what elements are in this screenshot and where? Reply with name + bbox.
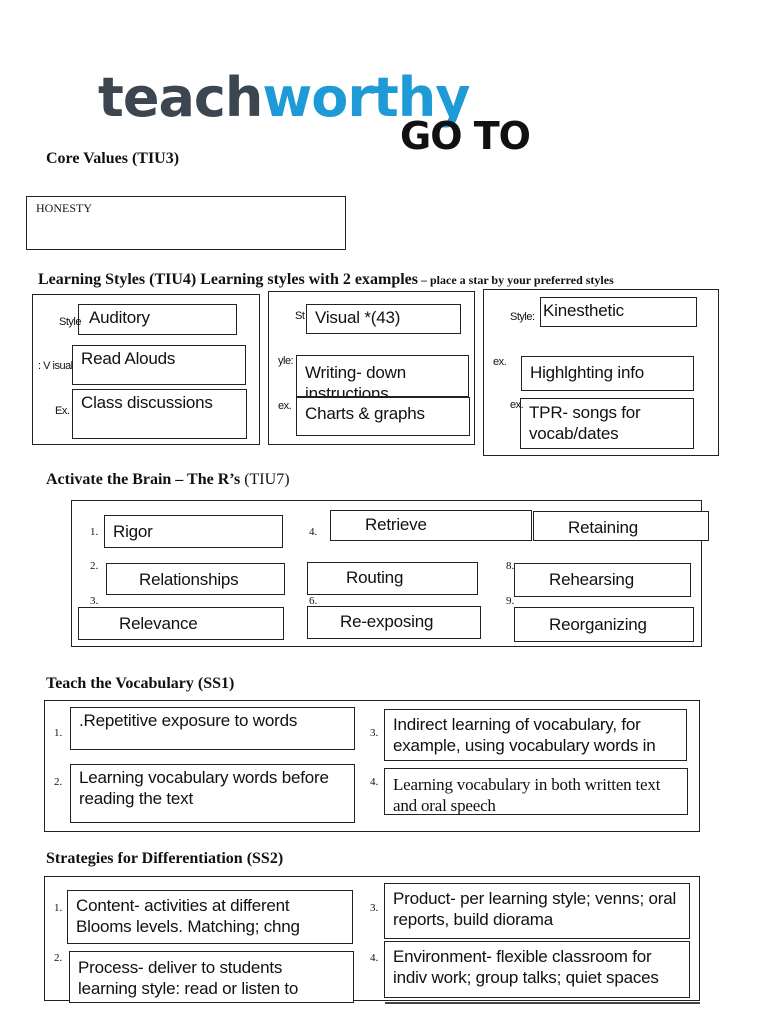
r-relevance[interactable]: Relevance [78, 607, 284, 640]
style-auditory[interactable]: Auditory [78, 304, 237, 335]
ex-label: ex. [493, 356, 507, 368]
number: 4. [309, 526, 318, 538]
activate-heading-c: (TIU7) [240, 471, 290, 488]
vocabulary-item-4[interactable]: Learning vocabulary in both written text… [384, 768, 688, 815]
number: 1. [90, 526, 99, 538]
number: 2. [54, 952, 63, 964]
vocabulary-item-1[interactable]: .Repetitive exposure to words [70, 707, 355, 750]
r-rehearsing[interactable]: Rehearsing [514, 563, 691, 597]
number: 8. [506, 560, 515, 572]
visual-example-1[interactable]: Writing- down instructions [296, 355, 469, 397]
teachworthy-logo: teachworthy [98, 66, 470, 129]
style-kinesthetic[interactable]: Kinesthetic [540, 297, 697, 327]
number: 1. [54, 902, 63, 914]
differentiation-product[interactable]: Product- per learning style; venns; oral… [384, 883, 690, 939]
differentiation-container [44, 876, 700, 1001]
r-retrieve[interactable]: Retrieve [330, 510, 532, 541]
number: 1. [54, 727, 63, 739]
learning-styles-note: – place a star by your preferred styles [418, 273, 614, 287]
divider-line [385, 1002, 700, 1004]
style-label: Style [59, 316, 81, 328]
number: 6. [309, 595, 318, 607]
differentiation-process[interactable]: Process- deliver to students learning st… [69, 951, 354, 1003]
r-reorganizing[interactable]: Reorganizing [514, 607, 694, 642]
differentiation-environment[interactable]: Environment- flexible classroom for indi… [384, 941, 690, 998]
activate-brain-container [71, 500, 702, 647]
style-visual[interactable]: Visual *(43) [306, 304, 461, 334]
differentiation-heading: Strategies for Differentiation (SS2) [46, 850, 284, 867]
learning-styles-title: Learning Styles (TIU4) Learning styles w… [38, 271, 418, 288]
ex-label: ex. [510, 399, 524, 411]
ex-label: Ex. [55, 405, 70, 417]
number: 4. [370, 776, 379, 788]
style-column-3 [483, 289, 719, 456]
number: 2. [90, 560, 99, 572]
core-values-field[interactable]: HONESTY [26, 196, 346, 250]
r-re-exposing[interactable]: Re-exposing [307, 606, 481, 639]
number: 3. [90, 595, 99, 607]
core-value-text: HONESTY [36, 201, 92, 215]
auditory-example-1[interactable]: Read Alouds [72, 345, 246, 385]
vocabulary-item-2[interactable]: Learning vocabulary words before reading… [70, 764, 355, 823]
activate-brain-heading: Activate the Brain – The R’s (TIU7) [46, 471, 290, 489]
core-values-heading: Core Values (TIU3) [46, 150, 180, 167]
auditory-example-2[interactable]: Class discussions [72, 389, 247, 439]
style-column-1 [32, 294, 260, 445]
style-label: St [295, 310, 305, 322]
logo-teach: teach [98, 66, 263, 129]
kinesthetic-example-2[interactable]: TPR- songs for vocab/dates [520, 398, 694, 449]
r-routing[interactable]: Routing [307, 562, 478, 595]
style-column-2 [268, 291, 475, 445]
learning-styles-heading: Learning Styles (TIU4) Learning styles w… [38, 271, 614, 289]
number: 4. [370, 952, 379, 964]
differentiation-content[interactable]: Content- activities at different Blooms … [67, 890, 353, 944]
style-label-continued: yle: [278, 355, 294, 367]
logo-worthy: worthy [262, 66, 470, 129]
visual-example-2[interactable]: Charts & graphs [296, 397, 470, 436]
activate-heading-a: Activate the Brain – [46, 471, 188, 488]
ex-label: ex. [278, 400, 292, 412]
style-label: Style: [510, 311, 535, 323]
vocabulary-item-3[interactable]: Indirect learning of vocabulary, for exa… [384, 709, 687, 761]
number: 9. [506, 595, 515, 607]
r-rigor[interactable]: Rigor [104, 515, 283, 548]
go-to-text: GO TO [400, 114, 531, 158]
r-retaining[interactable]: Retaining [533, 511, 709, 541]
kinesthetic-example-1[interactable]: Highlghting info [521, 356, 694, 391]
vocabulary-heading: Teach the Vocabulary (SS1) [46, 675, 235, 692]
activate-heading-b: The R’s [187, 471, 241, 488]
number: 3. [370, 727, 379, 739]
number: 3. [370, 902, 379, 914]
r-relationships[interactable]: Relationships [106, 563, 285, 595]
visual-label: : V isual [38, 360, 73, 372]
vocabulary-container [44, 700, 700, 832]
number: 2. [54, 776, 63, 788]
